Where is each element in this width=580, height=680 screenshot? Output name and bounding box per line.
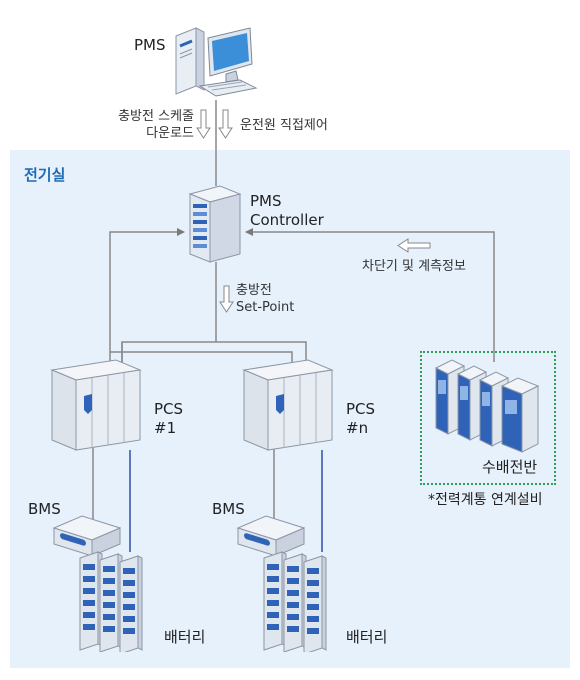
pcs1-cabinet-icon [50,359,142,451]
pcs1-label: PCS #1 [154,400,184,437]
setpoint-arrow-icon [219,285,234,313]
setpoint-label: 충방전 Set-Point [236,283,295,315]
pms-computer-icon [175,27,258,97]
pms-label: PMS [134,36,166,54]
pcsn-label: PCS #n [346,400,376,437]
bms1-label: BMS [28,500,61,518]
pms-controller-server-icon [188,185,242,263]
batteryn-rack-icon [263,551,327,652]
pcsn-cabinet-icon [242,359,334,451]
download-arrow-icon [196,109,211,139]
batteryn-label: 배터리 [346,628,388,646]
grid-interconnection-box [420,351,556,485]
bms1-device-icon [52,515,122,557]
bmsn-label: BMS [212,500,245,518]
battery1-label: 배터리 [164,628,206,646]
pms-controller-label: PMS Controller [250,192,324,229]
switchgear-info-line [245,228,495,362]
pcsn-feedback-line [110,351,293,364]
electrical-room-label: 전기실 [24,166,66,184]
breaker-info-arrow-icon [397,238,431,253]
grid-note-label: *전력계통 연계설비 [428,492,543,508]
operator-arrow-icon [218,109,233,139]
switchgear-label: 수배전반 [482,458,538,476]
breaker-info-label: 차단기 및 계측정보 [362,259,466,274]
pcs-feedback-line [109,228,185,364]
battery1-rack-icon [79,551,143,652]
schedule-download-label: 충방전 스케줄 다운로드 [118,109,194,141]
operator-control-label: 운전원 직접제어 [240,118,328,133]
bmsn-device-icon [236,515,306,557]
switchgear-cabinet-icon [434,359,540,453]
